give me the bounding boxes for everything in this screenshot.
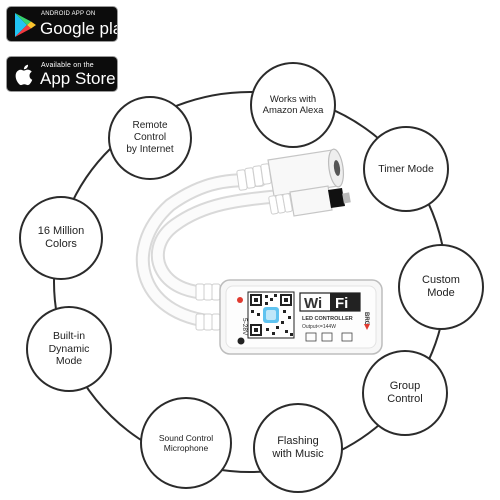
microphone-hole — [237, 337, 245, 345]
wifi-logo: Wi Fi — [299, 292, 361, 312]
feature-dynamic-mode: Built-in Dynamic Mode — [26, 306, 112, 392]
feature-flashing-music: Flashing with Music — [253, 403, 343, 493]
pin-label: BRG — [363, 312, 369, 326]
dc-male-plug — [268, 185, 351, 217]
feature-dynamic-mode-label: Built-in Dynamic Mode — [48, 330, 90, 368]
feature-group-control-label: Group Control — [387, 379, 423, 405]
google-play-icon — [15, 13, 36, 37]
wifi-logo-right: Fi — [335, 295, 348, 312]
google-play-title: Google play — [40, 19, 117, 38]
status-led — [237, 297, 243, 303]
apple-icon — [15, 64, 33, 86]
controller-body — [219, 279, 383, 355]
feature-group-control: Group Control — [362, 350, 448, 436]
voltage-label: 5-28V — [241, 318, 248, 336]
feature-custom-mode: Custom Mode — [398, 244, 484, 330]
feature-custom-mode-label: Custom Mode — [422, 273, 460, 299]
certification-marks — [305, 332, 353, 342]
app-store-caption: Available on the — [41, 62, 94, 69]
feature-sound-control-label: Sound Control Microphone — [158, 432, 214, 453]
google-play-badge[interactable]: ANDROID APP ON Google play — [6, 6, 118, 42]
qr-code — [247, 291, 295, 339]
feature-alexa: Works with Amazon Alexa — [250, 62, 336, 148]
app-store-title: App Store — [40, 69, 116, 88]
feature-flashing-music-label: Flashing with Music — [272, 434, 324, 460]
output-label: Output<=144W — [302, 324, 336, 330]
dc-female-jack — [236, 148, 345, 197]
cable-strain-relief — [195, 283, 221, 331]
feature-timer-mode-label: Timer Mode — [378, 162, 434, 175]
controller-label: LED CONTROLLER — [302, 316, 353, 322]
arrow-marker-icon — [364, 324, 370, 330]
feature-16-million-colors-label: 16 Million Colors — [37, 224, 85, 250]
feature-alexa-label: Works with Amazon Alexa — [262, 93, 324, 116]
app-store-badge[interactable]: Available on the App Store — [6, 56, 118, 92]
feature-remote-control: Remote Control by Internet — [108, 96, 192, 180]
google-play-caption: ANDROID APP ON — [41, 11, 96, 17]
feature-timer-mode: Timer Mode — [363, 126, 449, 212]
wifi-logo-left: Wi — [304, 295, 322, 312]
feature-sound-control: Sound Control Microphone — [140, 397, 232, 489]
feature-16-million-colors: 16 Million Colors — [19, 196, 103, 280]
feature-remote-control-label: Remote Control by Internet — [126, 120, 174, 155]
